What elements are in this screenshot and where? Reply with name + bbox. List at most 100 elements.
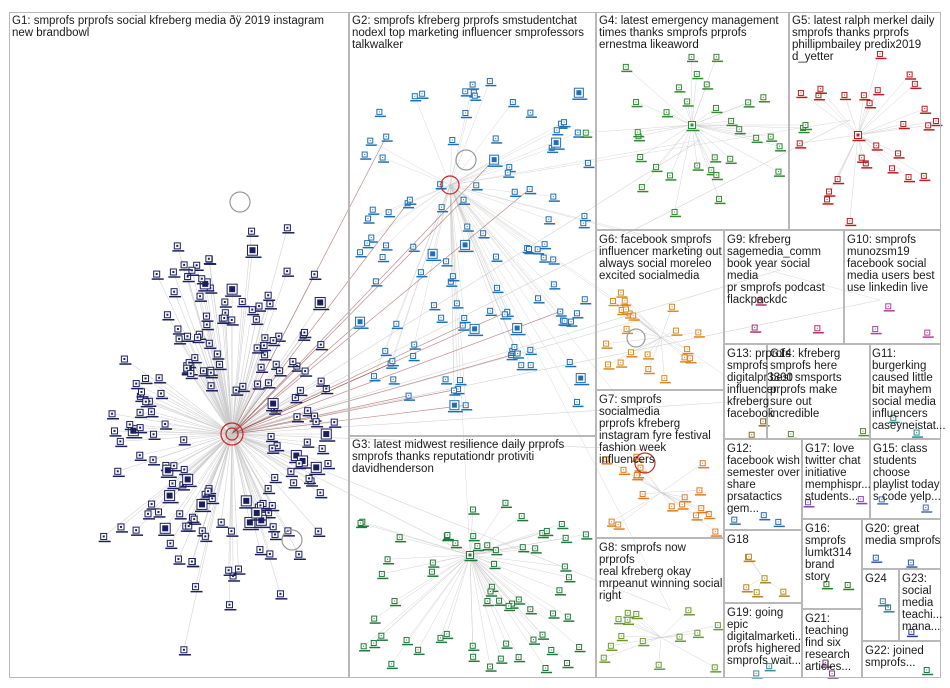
edge-g8-5 bbox=[660, 624, 718, 638]
node-g4-22-fill bbox=[585, 132, 587, 134]
node-g19-0-fill bbox=[768, 665, 770, 667]
group-cell-G16 bbox=[802, 519, 862, 609]
edge-long-1 bbox=[231, 433, 661, 451]
edge-g3-23 bbox=[469, 554, 554, 614]
node-g2-51-fill bbox=[359, 251, 361, 253]
node-g18-4-fill bbox=[756, 591, 758, 593]
node-g2-61-fill bbox=[529, 349, 531, 351]
node-g5-0-fill bbox=[817, 94, 819, 96]
edge-g2-56 bbox=[449, 184, 538, 250]
node-g3-58-fill bbox=[363, 645, 365, 647]
node-g1-97-fill bbox=[308, 477, 311, 480]
edge-g5-2 bbox=[857, 134, 924, 177]
node-g4-10-fill bbox=[804, 124, 806, 126]
node-g11-0-fill bbox=[916, 432, 918, 434]
node-g6-12-fill bbox=[671, 306, 673, 308]
node-g1-136-fill bbox=[159, 392, 162, 395]
node-g1-96-fill bbox=[273, 476, 276, 479]
node-g1-75-fill bbox=[200, 277, 203, 280]
node-g1-89-fill bbox=[304, 370, 307, 373]
node-g3-11-fill bbox=[489, 666, 491, 668]
node-g12-0-fill bbox=[763, 514, 765, 516]
edge-g2-106 bbox=[449, 184, 465, 319]
node-g3-31-fill bbox=[432, 562, 434, 564]
node-g3-6-fill bbox=[550, 649, 552, 651]
node-g1-154-fill bbox=[207, 490, 210, 493]
node-g18-5-fill bbox=[782, 591, 784, 593]
node-g3-9-fill bbox=[529, 608, 531, 610]
node-g4-14-fill bbox=[696, 73, 698, 75]
node-g3-43-fill bbox=[542, 634, 544, 636]
edge-g1-146 bbox=[231, 319, 257, 435]
edge-g2-76 bbox=[449, 184, 578, 403]
node-g6-6-fill bbox=[647, 353, 649, 355]
edge-g4-26 bbox=[691, 124, 779, 172]
edge-g5-22 bbox=[849, 134, 859, 221]
node-g2-15-fill bbox=[462, 325, 464, 327]
edge-g3-52 bbox=[469, 554, 568, 664]
node-g1-91-fill bbox=[152, 433, 155, 436]
node-g1-159-fill bbox=[183, 263, 186, 266]
node-g18-0-fill bbox=[745, 586, 747, 588]
edge-g1-97 bbox=[231, 433, 310, 479]
node-g1-5-fill bbox=[186, 275, 189, 278]
node-g1-147-fill bbox=[259, 504, 262, 507]
node-g6-17-fill bbox=[689, 357, 691, 359]
group-cell-G8 bbox=[596, 538, 724, 678]
node-g2-84-fill bbox=[530, 364, 532, 366]
node-g3-16-fill bbox=[498, 600, 500, 602]
edge-long-8 bbox=[231, 433, 471, 556]
node-g7-0-fill bbox=[684, 496, 686, 498]
node-g2-1-fill bbox=[450, 281, 452, 283]
group-cell-G3 bbox=[349, 436, 596, 678]
node-g2-68-fill bbox=[512, 101, 514, 103]
node-g16-1-fill bbox=[847, 584, 849, 586]
edge-g1-123 bbox=[178, 338, 233, 435]
node-g1-38-fill bbox=[286, 226, 289, 229]
node-g5-20-fill bbox=[902, 123, 904, 125]
edge-g3-22 bbox=[374, 554, 471, 619]
node-g4-33-fill bbox=[730, 120, 732, 122]
node-g4-25-fill bbox=[625, 66, 627, 68]
node-g17-1-fill bbox=[807, 501, 809, 503]
node-g2-79-fill bbox=[587, 162, 589, 164]
node-g5-23-fill bbox=[861, 157, 863, 159]
node-g21-0-fill bbox=[824, 662, 826, 664]
edge-g3-11 bbox=[469, 554, 491, 667]
node-g1-141-fill bbox=[185, 367, 188, 370]
group-cell-G15 bbox=[870, 439, 941, 519]
edge-g7-13 bbox=[660, 490, 700, 493]
node-g6-3-fill bbox=[697, 331, 699, 333]
node-g2-2-fill bbox=[552, 196, 554, 198]
node-g15-0-fill bbox=[925, 507, 927, 509]
edge-g2-70 bbox=[370, 140, 451, 186]
edge-g2-60 bbox=[449, 184, 578, 314]
edge-long2-8 bbox=[449, 184, 471, 556]
edge-g1-66 bbox=[173, 291, 233, 435]
edge-g2-86 bbox=[449, 184, 545, 245]
edge-g3-38 bbox=[381, 554, 471, 636]
node-g1-41-fill bbox=[258, 548, 261, 551]
node-g1-171-fill bbox=[313, 464, 320, 471]
edge-g5-6 bbox=[857, 90, 878, 136]
node-g8-4-fill bbox=[714, 666, 716, 668]
node-g1-128-fill bbox=[272, 525, 275, 528]
node-g2-42-fill bbox=[577, 132, 579, 134]
group-cell-G19 bbox=[724, 603, 802, 678]
node-g19-1-fill bbox=[755, 672, 757, 674]
edge-g7-11 bbox=[660, 492, 702, 509]
edge-long-4 bbox=[231, 399, 761, 435]
node-g2-55-fill bbox=[578, 375, 584, 381]
node-g1-140-fill bbox=[138, 454, 141, 457]
node-g1-88-fill bbox=[326, 462, 329, 465]
node-g3-23-fill bbox=[552, 612, 554, 614]
node-g8-10-fill bbox=[642, 640, 644, 642]
edge-g1-178 bbox=[231, 433, 300, 464]
edge-g1-134 bbox=[179, 433, 233, 514]
edge-g5-14 bbox=[857, 74, 910, 136]
edge-g8-8 bbox=[660, 636, 680, 638]
node-g2-71-fill bbox=[489, 310, 491, 312]
edge-g7-2 bbox=[637, 473, 662, 493]
